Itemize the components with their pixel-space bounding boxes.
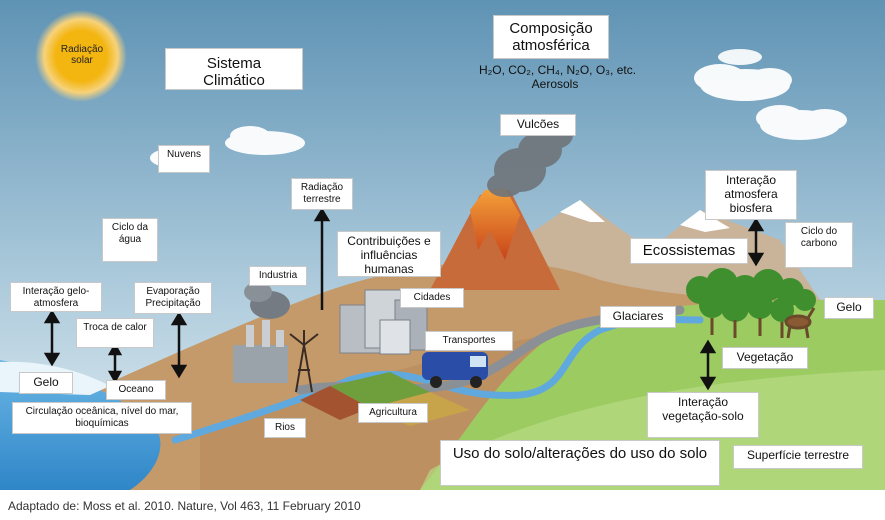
arrows	[43, 207, 765, 391]
vegetacao-label: Vegetação	[722, 347, 808, 369]
aerosols-label: Aerosols	[531, 77, 579, 91]
atmospheric-gases: H₂O, CO₂, CH₄, N₂O, O₃, etc.	[478, 63, 637, 77]
sistema-climatico-label: Sistema Climático	[165, 48, 303, 90]
evaporacao-precipitacao-label: Evaporação Precipitação	[134, 282, 212, 314]
interacao-atmosfera-biosfera-label: Interação atmosfera biosfera	[705, 170, 797, 220]
sun-label: Radiação solar	[60, 44, 104, 66]
interacao-gelo-atmosfera-label: Interação gelo-atmosfera	[10, 282, 102, 312]
ciclo-da-agua-label: Ciclo da água	[102, 218, 158, 262]
industria-label: Industria	[249, 266, 307, 286]
mountain-snow	[560, 200, 605, 222]
glaciares-label: Glaciares	[600, 306, 676, 328]
gelo-right-label: Gelo	[824, 297, 874, 319]
cloud-icon	[756, 105, 847, 140]
troca-de-calor-label: Troca de calor	[76, 318, 154, 348]
cidades-label: Cidades	[400, 288, 464, 308]
mountain-snow	[680, 210, 730, 232]
volcano-lava	[470, 188, 520, 260]
rios-label: Rios	[264, 418, 306, 438]
agriculture-field	[300, 386, 370, 420]
radiacao-terrestre-label: Radiação terrestre	[291, 178, 353, 210]
composicao-atmosferica-label: Composição atmosférica	[493, 15, 609, 59]
contribuicoes-label: Contribuições e influências humanas	[337, 231, 441, 277]
interacao-vegetacao-solo-label: Interação vegetação-solo	[647, 392, 759, 438]
uso-do-solo-label: Uso do solo/alterações do uso do solo	[440, 440, 720, 486]
wind-turbine-icon	[289, 330, 319, 393]
ecossistemas-label: Ecossistemas	[630, 238, 748, 264]
forest	[686, 268, 816, 322]
nuvens-label: Nuvens	[158, 145, 210, 173]
transportes-label: Transportes	[425, 331, 513, 351]
source-caption: Adaptado de: Moss et al. 2010. Nature, V…	[8, 499, 361, 513]
gelo-left-label: Gelo	[19, 372, 73, 394]
cloud-icon	[694, 64, 792, 101]
sun-icon	[35, 10, 127, 102]
factory-icon	[233, 282, 290, 383]
van-icon	[422, 352, 488, 388]
agriculture-field	[330, 372, 430, 408]
cloud-icon	[225, 126, 305, 155]
vulcoes-label: Vulcões	[500, 114, 576, 136]
city-buildings	[339, 289, 428, 355]
climate-system-diagram: Radiação solar Sistema Climático Composi…	[0, 0, 885, 490]
circulacao-oceanica-label: Circulação oceânica, nível do mar, bioqu…	[12, 402, 192, 434]
tree-trunks	[710, 318, 784, 338]
cloud-icon	[718, 49, 762, 65]
agricultura-label: Agricultura	[358, 403, 428, 423]
ciclo-do-carbono-label: Ciclo do carbono	[785, 222, 853, 268]
superficie-terrestre-label: Superfície terrestre	[733, 445, 863, 469]
deer-icon	[784, 307, 816, 339]
oceano-label: Oceano	[106, 380, 166, 400]
